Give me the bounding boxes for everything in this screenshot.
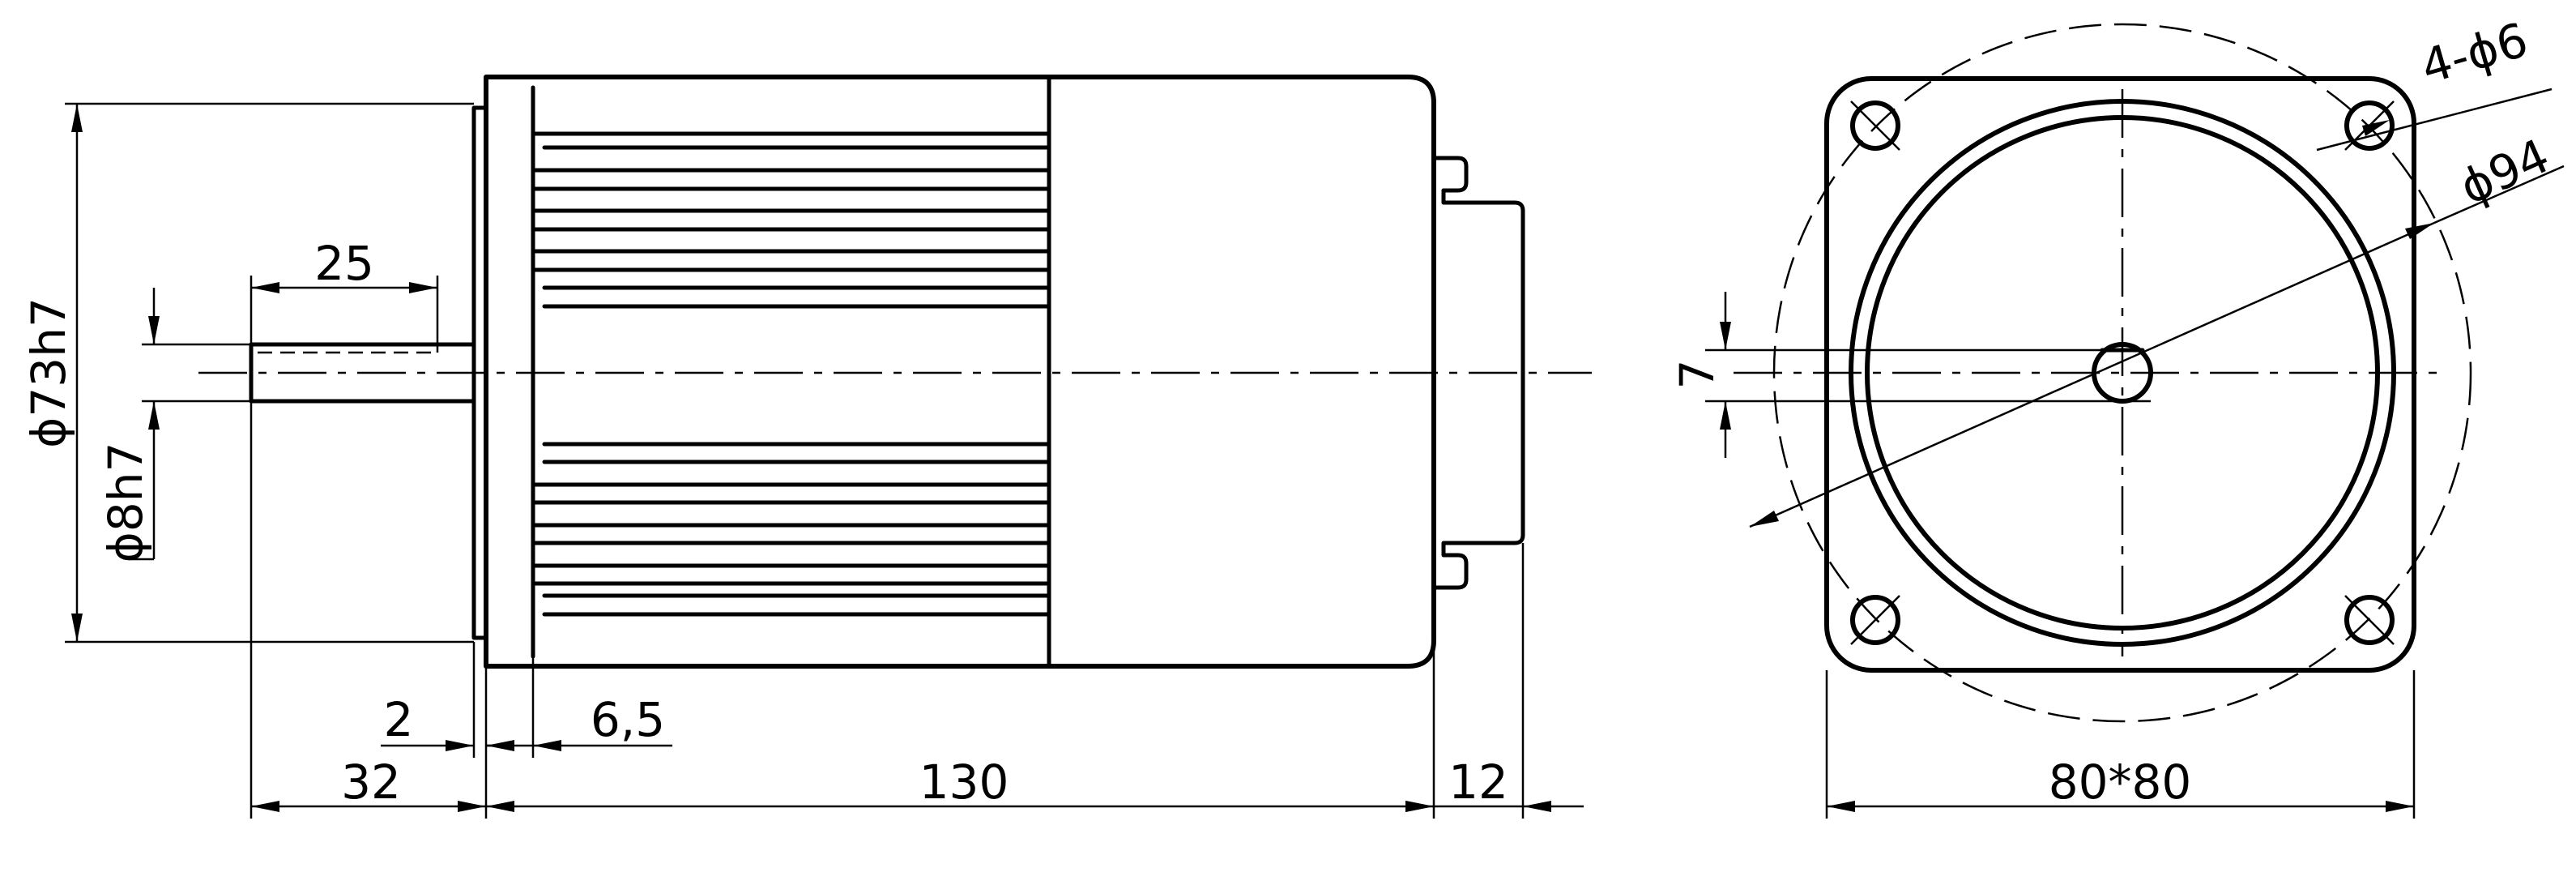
dim-flange-thk: 6,5 bbox=[591, 692, 665, 747]
square-flange bbox=[1824, 76, 2416, 673]
side-dimension-lines bbox=[71, 104, 1584, 812]
cooling-fins-bottom bbox=[531, 442, 1051, 617]
motor-body bbox=[484, 75, 1436, 669]
dim-square: 80*80 bbox=[2049, 755, 2192, 810]
front-view: 4-ϕ6 ϕ94 7 80*80 bbox=[1670, 12, 2565, 819]
dim-flange-dia: ϕ73h7 bbox=[21, 297, 76, 448]
dim-shaft-dia: ϕ8h7 bbox=[98, 442, 153, 563]
dim-flat: 7 bbox=[1670, 360, 1725, 390]
side-view: 25 ϕ73h7 ϕ8h7 2 6,5 32 130 12 bbox=[21, 75, 1592, 819]
rear-cover bbox=[1431, 156, 1525, 590]
dim-body-length: 130 bbox=[919, 755, 1009, 810]
dim-shaft-ext: 32 bbox=[341, 755, 401, 810]
mounting-holes bbox=[1850, 100, 2395, 645]
cooling-fins-top bbox=[531, 131, 1051, 309]
extension-lines bbox=[65, 102, 1525, 819]
dim-pilot: 2 bbox=[384, 692, 414, 747]
dim-shaft-length: 25 bbox=[314, 236, 374, 291]
dim-holes: 4-ϕ6 bbox=[2415, 12, 2534, 95]
dim-rear-length: 12 bbox=[1448, 755, 1508, 810]
dim-bolt-circle: ϕ94 bbox=[2452, 128, 2557, 216]
